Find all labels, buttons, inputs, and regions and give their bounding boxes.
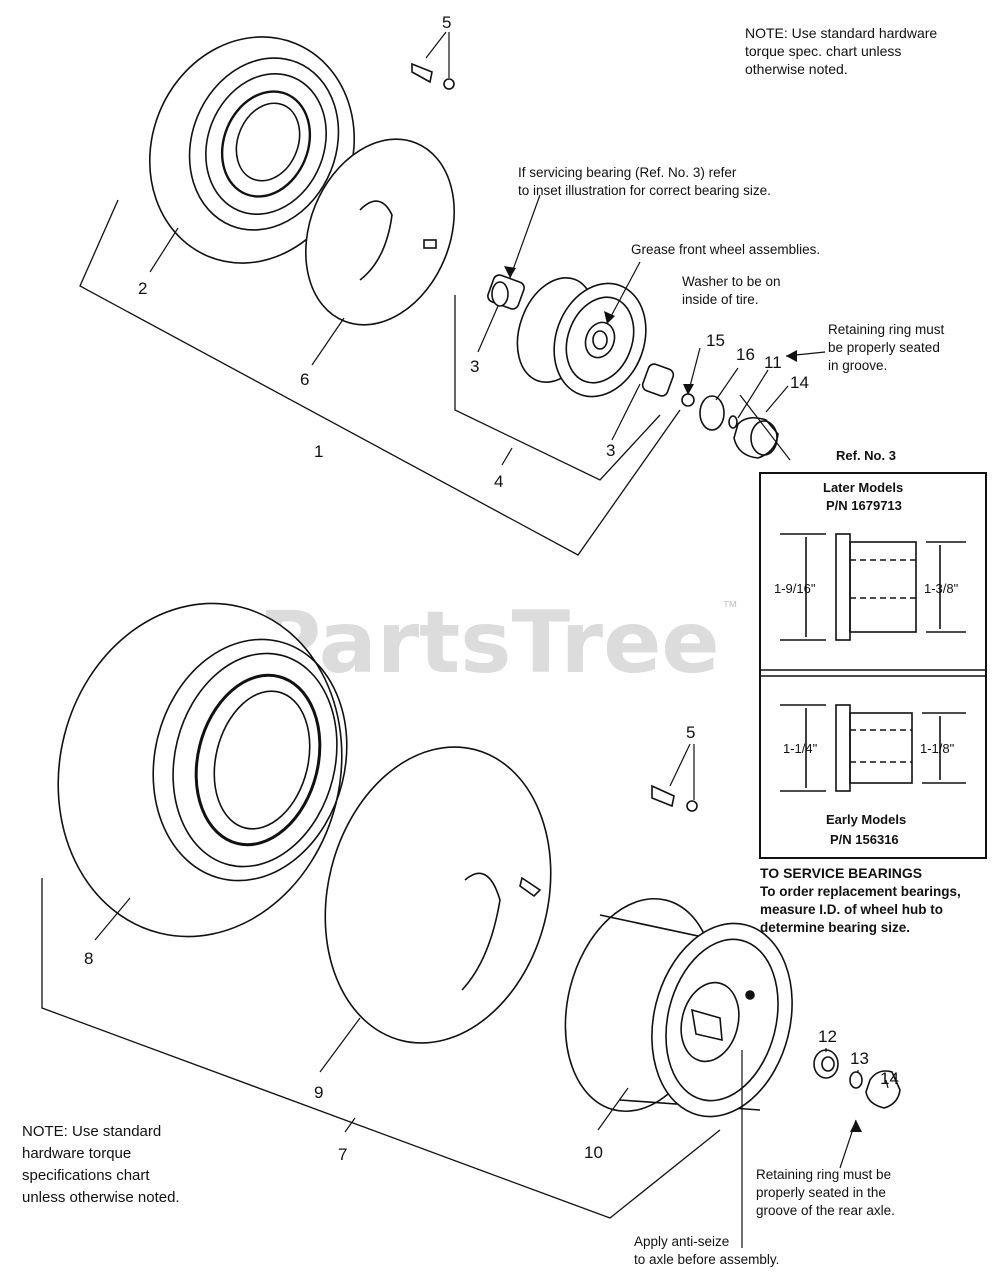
part-6: 6 [300, 370, 309, 389]
part-7: 7 [338, 1145, 347, 1164]
later-models-pn: P/N 1679713 [826, 498, 902, 513]
front-wheel-rim [516, 276, 647, 398]
bearing-12 [813, 1049, 839, 1079]
part-14-bottom: 14 [880, 1069, 899, 1088]
bearing-inset-box [759, 472, 987, 859]
grease-callout: Grease front wheel assemblies. [631, 242, 821, 257]
bearing-left [487, 274, 525, 310]
early-models-label: Early Models [826, 812, 906, 827]
note-bottom-left: NOTE: Use standard hardware torque speci… [22, 1123, 180, 1206]
note-top-right: NOTE: Use standard hardware torque spec.… [745, 25, 938, 77]
inset-title: Ref. No. 3 [836, 448, 896, 463]
part-16: 16 [736, 345, 755, 364]
rear-wheel-rim [564, 897, 793, 1118]
valve-stem-top [411, 62, 455, 90]
arrowheads [504, 266, 862, 1132]
servicing-bearing-callout: If servicing bearing (Ref. No. 3) refer … [518, 165, 771, 198]
early-models-pn: P/N 156316 [830, 832, 899, 847]
part-8: 8 [84, 949, 93, 968]
part-2: 2 [138, 279, 147, 298]
retaining-ring-rear-callout: Retaining ring must be properly seated i… [756, 1167, 895, 1218]
later-inner-dimension: 1-3/8" [924, 581, 959, 596]
part-number-labels: 5 2 6 1 3 3 4 15 16 11 14 5 8 9 7 10 12 … [84, 13, 899, 1164]
washer-16 [699, 395, 725, 431]
rear-tire [57, 602, 348, 938]
part-15: 15 [706, 331, 725, 350]
retaining-ring-13 [849, 1071, 863, 1089]
part-4: 4 [494, 472, 503, 491]
leader-lines-top [149, 31, 826, 466]
part-11: 11 [764, 353, 782, 372]
bearing-right [641, 363, 675, 397]
washer-15 [681, 393, 695, 407]
hub-cap-bottom [865, 1070, 901, 1109]
later-models-label: Later Models [823, 480, 903, 495]
part-5-top: 5 [442, 13, 451, 32]
front-tube [304, 138, 456, 326]
part-12: 12 [818, 1027, 837, 1046]
washer-callout: Washer to be on inside of tire. [682, 274, 781, 307]
retaining-ring-front-callout: Retaining ring must be properly seated i… [828, 322, 945, 373]
rear-tube [324, 746, 552, 1044]
later-outer-dimension: 1-9/16" [774, 581, 816, 596]
early-outer-dimension: 1-1/4" [783, 741, 818, 756]
part-1: 1 [314, 442, 323, 461]
anti-seize-callout: Apply anti-seize to axle before assembly… [634, 1234, 780, 1267]
parts-tree-watermark: PartsTree [258, 593, 720, 693]
part-14-top: 14 [790, 373, 809, 392]
retaining-ring-11 [728, 415, 738, 429]
hub-cap-top [733, 416, 779, 459]
part-3-right: 3 [606, 441, 615, 460]
valve-stem-bottom [651, 784, 698, 812]
part-9: 9 [314, 1083, 323, 1102]
service-bearings-text: To order replacement bearings, measure I… [760, 884, 961, 935]
assembly-bracket-7 [41, 878, 721, 1219]
part-3-left: 3 [470, 357, 479, 376]
assembly-bracket-1 [79, 199, 681, 556]
part-13: 13 [850, 1049, 869, 1068]
trademark-symbol: ™ [722, 599, 738, 616]
early-inner-dimension: 1-1/8" [920, 741, 955, 756]
part-10: 10 [584, 1143, 603, 1162]
service-bearings-heading: TO SERVICE BEARINGS [760, 865, 923, 881]
part-5-bottom: 5 [686, 723, 695, 742]
